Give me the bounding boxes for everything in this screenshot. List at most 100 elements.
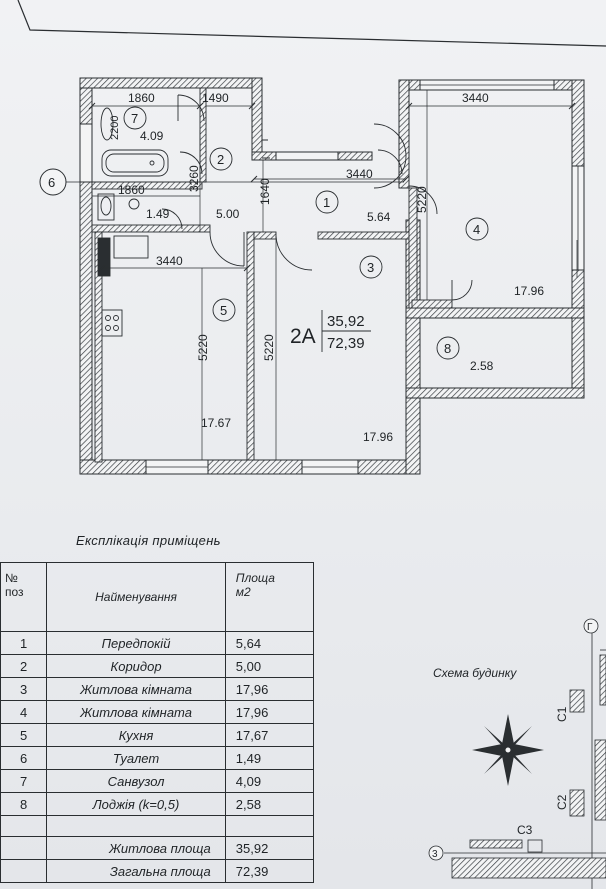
row-num: 7 <box>0 769 48 793</box>
row-name: Житлова кімната <box>46 677 226 701</box>
room2-number: 2 <box>217 152 224 167</box>
row-area: 5,00 <box>224 654 315 678</box>
row-area: 17,67 <box>224 723 315 747</box>
dim-5220-room4: 5220 <box>415 186 429 213</box>
dim-5220-room3: 5220 <box>262 334 276 361</box>
dim-3440-kitchen: 3440 <box>156 254 183 268</box>
total-num <box>0 836 48 860</box>
row-num: 4 <box>0 700 48 724</box>
dim-1860-mid: 1860 <box>118 183 145 197</box>
sheet-frame-line <box>17 0 606 47</box>
room8-area: 2.58 <box>470 359 494 373</box>
row-num: 8 <box>0 792 48 816</box>
room1-area: 5.64 <box>367 210 391 224</box>
dim-3260: 3260 <box>187 165 201 192</box>
row-name: Кухня <box>46 723 226 747</box>
row-area: 1,49 <box>224 746 315 770</box>
row-num: 5 <box>0 723 48 747</box>
row-num: 1 <box>0 631 48 655</box>
dim-5220-kitchen: 5220 <box>196 334 210 361</box>
window-glazing-lines <box>146 84 579 468</box>
total-name: Загальна площа <box>46 859 226 883</box>
row-area: 17,96 <box>224 677 315 701</box>
dim-1490: 1490 <box>202 91 229 105</box>
schema-title: Схема будинку <box>433 666 517 680</box>
total-num <box>0 859 48 883</box>
row-num: 2 <box>0 654 48 678</box>
row-name: Туалет <box>46 746 226 770</box>
total-area: 35,92 <box>224 836 315 860</box>
table-spacer-row <box>0 815 315 837</box>
compass-rose-icon <box>472 714 544 786</box>
apartment-total-area: 72,39 <box>327 335 365 352</box>
explication-title: Експлікація приміщень <box>76 533 221 548</box>
spacer-cell <box>46 815 226 837</box>
header-num: № поз <box>0 562 48 632</box>
apartment-label: 2A <box>290 325 316 348</box>
spacer-cell <box>0 815 48 837</box>
row-name: Житлова кімната <box>46 700 226 724</box>
room8-number: 8 <box>444 341 451 356</box>
header-area-text: Площа м2 <box>235 571 275 599</box>
row-name: Лоджія (k=0,5) <box>46 792 226 816</box>
section-c1: С1 <box>555 706 569 722</box>
axis-marker-6 <box>39 168 67 196</box>
row-name: Санвузол <box>46 769 226 793</box>
room5-area: 17.67 <box>201 416 231 430</box>
room4-area: 17.96 <box>514 284 544 298</box>
row-name: Передпокій <box>46 631 226 655</box>
axis-3-label: 3 <box>432 849 438 860</box>
table-header: № поз Найменування Площа м2 <box>0 562 315 632</box>
row-area: 17,96 <box>224 700 315 724</box>
door-swings <box>161 94 473 301</box>
header-num-text: № поз <box>5 571 24 599</box>
apartment-living-area: 35,92 <box>327 313 365 330</box>
axis-6-label: 6 <box>48 175 55 190</box>
axis-g-label: Г <box>587 622 593 633</box>
row-name: Коридор <box>46 654 226 678</box>
dimension-lines <box>40 90 578 460</box>
room3-number: 3 <box>367 260 374 275</box>
dim-3440-room4: 3440 <box>462 91 489 105</box>
room6-area: 1.49 <box>146 207 170 221</box>
row-area: 5,64 <box>224 631 315 655</box>
row-num: 3 <box>0 677 48 701</box>
room5-number: 5 <box>220 303 227 318</box>
row-area: 4,09 <box>224 769 315 793</box>
total-name: Житлова площа <box>46 836 226 860</box>
fixtures <box>97 107 169 337</box>
room4-number: 4 <box>473 222 480 237</box>
header-area: Площа м2 <box>224 562 315 632</box>
building-schema <box>428 618 606 889</box>
header-name: Найменування <box>46 562 226 632</box>
dim-3440-room1: 3440 <box>346 167 373 181</box>
room-number-circles <box>123 106 489 360</box>
total-area: 72,39 <box>224 859 315 883</box>
dimension-ticks <box>88 102 576 272</box>
room7-number: 7 <box>131 111 138 126</box>
dim-1640: 1640 <box>258 178 272 205</box>
dim-2200: 2200 <box>109 116 121 140</box>
section-c2: С2 <box>555 794 569 810</box>
room7-area: 4.09 <box>140 129 164 143</box>
row-area: 2,58 <box>224 792 315 816</box>
room1-number: 1 <box>323 195 330 210</box>
dim-1860-top: 1860 <box>128 91 155 105</box>
row-num: 6 <box>0 746 48 770</box>
room2-area: 5.00 <box>216 207 240 221</box>
room3-area: 17.96 <box>363 430 393 444</box>
section-c3: С3 <box>517 823 533 837</box>
